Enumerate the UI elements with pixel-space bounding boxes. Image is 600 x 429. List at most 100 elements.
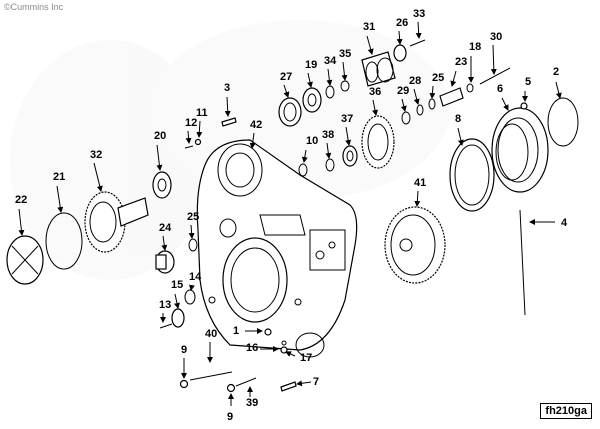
bolt-11 <box>194 138 202 146</box>
callout-number: 25 <box>187 211 199 223</box>
callout-number: 1 <box>233 325 239 337</box>
snap-ring-center <box>325 158 335 172</box>
callout-number: 39 <box>246 397 258 409</box>
callout-layer: 1234567899101112131415161718192021222324… <box>15 8 568 423</box>
leader-line <box>414 190 421 207</box>
callout-number: 37 <box>341 113 353 125</box>
leader-line <box>326 68 333 86</box>
shaft-23 <box>439 87 464 107</box>
callout-number: 40 <box>205 328 217 340</box>
figure-code-label: fh210ga <box>540 403 592 419</box>
gear-large-right <box>384 206 446 284</box>
cover-disk-22 <box>6 235 44 285</box>
callout-number: 34 <box>324 55 337 67</box>
leader-line <box>372 99 378 116</box>
ring-29 <box>401 111 411 125</box>
callout-number: 17 <box>300 352 312 364</box>
leader-line <box>396 30 403 45</box>
callout-number: 28 <box>409 75 421 87</box>
bearing-center <box>342 145 358 167</box>
leader-line <box>283 84 290 98</box>
callout-number: 27 <box>280 71 292 83</box>
gear-shaft-32 <box>84 191 149 253</box>
callout-number: 26 <box>396 17 408 29</box>
o-ring-large <box>547 97 579 147</box>
leader-line <box>366 35 374 55</box>
leader-line <box>161 235 168 251</box>
callout-number: 30 <box>490 31 502 43</box>
callout-number: 31 <box>363 21 375 33</box>
leader-line <box>301 149 308 163</box>
plug-24 <box>155 250 175 274</box>
leader-line <box>501 97 509 111</box>
callout-number: 14 <box>189 271 202 283</box>
leader-line <box>285 351 296 357</box>
callout-number: 12 <box>185 117 197 129</box>
gasket <box>449 138 495 212</box>
leader-line <box>450 70 457 87</box>
o-ring-21 <box>45 212 83 270</box>
bolt-39 <box>235 377 257 387</box>
leader-line <box>189 284 195 291</box>
cap-15 <box>171 308 185 328</box>
callout-number: 42 <box>250 119 262 131</box>
leader-line <box>325 142 332 159</box>
ring-35 <box>340 80 350 92</box>
callout-number: 35 <box>339 48 351 60</box>
copyright-text: ©Cummins Inc <box>4 2 64 12</box>
leader-line <box>249 132 256 149</box>
drive-housing <box>361 51 396 87</box>
cover-plate <box>491 107 549 193</box>
callout-number: 8 <box>455 113 461 125</box>
bolt-40 <box>189 371 233 381</box>
leader-line <box>415 21 422 39</box>
callout-number: 11 <box>196 107 208 119</box>
callout-number: 32 <box>90 149 102 161</box>
callout-number: 20 <box>154 130 166 142</box>
leader-line <box>296 380 312 387</box>
leader-line <box>188 224 195 239</box>
bearing-19 <box>302 87 322 113</box>
callout-number: 29 <box>397 85 409 97</box>
callout-number: 23 <box>455 56 467 68</box>
leader-line <box>185 130 192 144</box>
callout-number: 41 <box>414 177 426 189</box>
leader-line <box>156 144 163 171</box>
callout-number: 19 <box>305 59 317 71</box>
callout-number: 13 <box>159 299 171 311</box>
callout-number: 9 <box>181 344 187 356</box>
callout-number: 18 <box>469 41 481 53</box>
bearing-20 <box>152 171 172 199</box>
plug-1 <box>264 328 272 336</box>
callout-number: 36 <box>369 86 381 98</box>
bolt-30 <box>479 67 511 85</box>
leader-line <box>56 185 64 213</box>
callout-number: 24 <box>159 222 172 234</box>
callout-number: 2 <box>553 66 559 78</box>
washer-17 <box>281 340 287 346</box>
leader-line <box>18 208 25 236</box>
ring-34 <box>325 85 335 99</box>
flywheel-housing <box>196 139 358 358</box>
leader-line <box>490 44 497 75</box>
fitting-7 <box>280 381 297 392</box>
leader-line <box>413 88 420 105</box>
leader-line <box>174 293 180 309</box>
leader-line <box>224 96 231 117</box>
ring-18 <box>466 83 474 93</box>
callout-number: 16 <box>246 342 258 354</box>
bearing-19-inner <box>307 93 317 107</box>
callout-number: 9 <box>227 411 233 423</box>
callout-number: 22 <box>15 194 27 206</box>
callout-number: 21 <box>53 171 65 183</box>
gear-upper <box>361 115 395 169</box>
ring-28 <box>416 104 424 116</box>
key-3 <box>221 117 237 127</box>
callout-number: 10 <box>306 135 318 147</box>
leader-line <box>457 127 464 146</box>
bolt-13 <box>159 323 173 329</box>
callout-number: 3 <box>224 82 230 94</box>
callout-number: 5 <box>525 76 531 88</box>
